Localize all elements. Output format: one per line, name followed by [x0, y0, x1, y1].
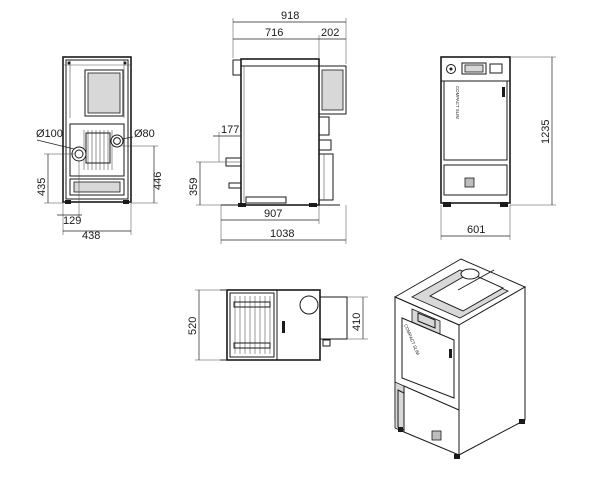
- dim-rear-width: 438: [82, 230, 100, 242]
- flue-outlet-right: [110, 134, 124, 148]
- rear-view: [62, 56, 132, 204]
- dim-pipe-center-height: 359: [188, 178, 200, 196]
- front-side-lettering: COMPACT SLIM: [455, 86, 460, 119]
- dim-pipe-diameter-right: Ø80: [134, 128, 155, 140]
- dim-base-depth: 907: [264, 208, 282, 220]
- front-view: COMPACT SLIM: [440, 56, 511, 207]
- hopper-cap: [460, 268, 480, 280]
- dim-overall-length: 918: [281, 10, 299, 22]
- dim-outlet-offset: 129: [63, 215, 81, 227]
- dim-right-outlet-height: 446: [152, 172, 164, 190]
- control-panel: [461, 62, 487, 75]
- dim-front-width: 601: [467, 224, 485, 236]
- top-view-dimensions: 520 410: [187, 289, 368, 361]
- dim-hopper-width: 410: [351, 313, 363, 331]
- front-view-dimensions: 1235 601: [440, 56, 556, 240]
- flue-outlet-left: [71, 146, 87, 162]
- dim-total-depth: 1038: [270, 228, 294, 240]
- dim-pipe-height: 177: [221, 124, 239, 136]
- dim-top-depth: 520: [187, 317, 199, 335]
- dim-total-height: 1235: [540, 120, 552, 144]
- dim-body-depth: 716: [265, 27, 283, 39]
- isometric-view: COMPACT SLIM: [393, 258, 527, 459]
- top-view: [220, 289, 348, 361]
- rear-view-dimensions: Ø100 Ø80 435 446 129 438: [36, 128, 164, 242]
- dim-pipe-diameter-left: Ø100: [36, 128, 63, 140]
- side-view-dimensions: 918 716 202 177 359 907 1038: [188, 10, 347, 244]
- dim-rear-offset: 202: [321, 27, 339, 39]
- hopper-lid: [299, 295, 319, 315]
- side-view: [221, 58, 347, 207]
- dim-left-outlet-height: 435: [36, 178, 48, 196]
